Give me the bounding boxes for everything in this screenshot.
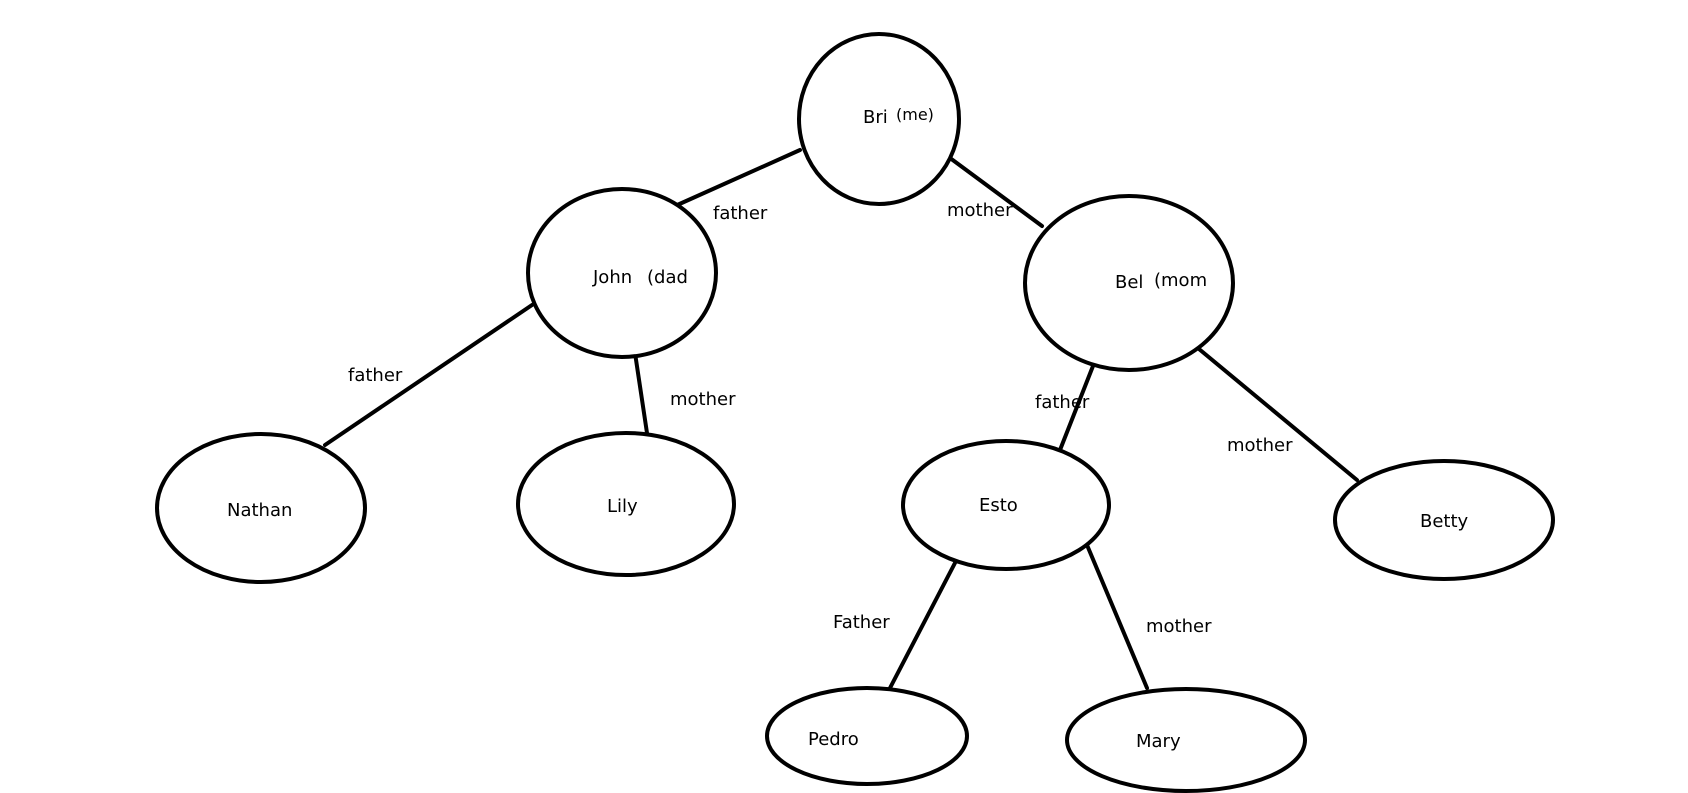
node-note-john: (dad	[647, 267, 688, 288]
node-esto	[901, 439, 1111, 571]
edge-bel-betty	[1197, 347, 1359, 482]
node-label-bri: Bri	[863, 107, 888, 128]
node-label-lily: Lily	[607, 496, 638, 517]
node-mary	[1065, 687, 1307, 793]
node-note-bri: (me)	[896, 105, 934, 124]
edge-label-john-nathan: father	[348, 365, 403, 386]
node-pedro	[765, 686, 969, 786]
node-nathan	[155, 432, 367, 584]
node-bri	[797, 32, 961, 206]
node-label-esto: Esto	[979, 495, 1018, 516]
edge-label-john-lily: mother	[670, 389, 736, 410]
node-lily	[516, 431, 736, 577]
node-bel	[1023, 194, 1235, 372]
node-note-bel: (mom	[1154, 270, 1207, 291]
node-john	[526, 187, 718, 359]
edge-esto-mary	[1085, 543, 1149, 690]
node-label-nathan: Nathan	[227, 500, 292, 521]
edge-john-nathan	[323, 303, 534, 447]
edge-esto-pedro	[888, 559, 958, 690]
edge-label-esto-mary: mother	[1146, 616, 1212, 637]
edge-bri-john	[673, 148, 802, 208]
edge-label-bel-betty: mother	[1227, 435, 1293, 456]
edge-label-bri-bel: mother	[947, 200, 1013, 221]
node-label-pedro: Pedro	[808, 729, 859, 750]
node-label-mary: Mary	[1136, 731, 1181, 752]
edge-bel-esto	[1058, 364, 1095, 452]
node-label-john: John	[592, 267, 632, 288]
node-betty	[1333, 459, 1555, 581]
edge-label-bel-esto: father	[1035, 392, 1090, 413]
edge-john-lily	[633, 351, 649, 435]
edge-bri-bel	[948, 156, 1044, 228]
edge-label-esto-pedro: Father	[833, 612, 890, 633]
edge-label-bri-john: father	[713, 203, 768, 224]
node-label-bel: Bel	[1115, 272, 1143, 293]
node-label-betty: Betty	[1420, 511, 1469, 532]
